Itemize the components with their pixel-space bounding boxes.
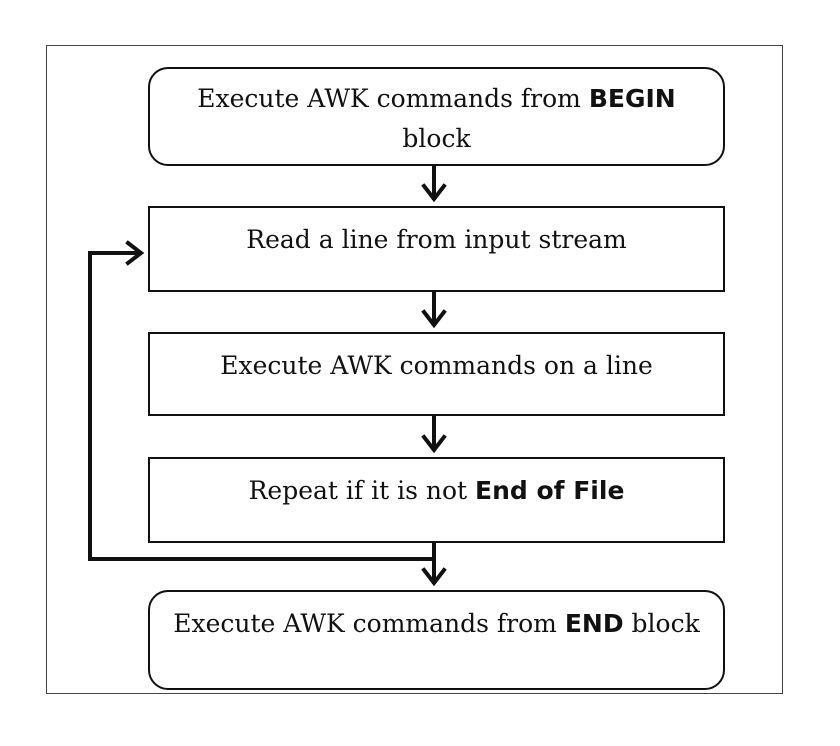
arrow-begin-to-read [421,165,447,203]
step-execute-line-text: Execute AWK commands on a line [220,351,653,380]
step-begin: Execute AWK commands from BEGIN block [148,67,725,166]
step-end-text-post: block [623,609,700,638]
step-end-text-bold: END [564,609,624,638]
step-begin-text-bold: BEGIN [588,84,676,113]
step-repeat: Repeat if it is not End of File [148,457,725,543]
step-end-text-pre: Execute AWK commands from [173,609,565,638]
step-repeat-text-bold: End of File [475,476,625,505]
arrow-loop-back [88,240,436,561]
step-repeat-text-pre: Repeat if it is not [248,476,475,505]
arrow-repeat-to-end [421,542,447,587]
step-execute-line: Execute AWK commands on a line [148,332,725,416]
step-read-line-text: Read a line from input stream [246,225,627,254]
step-end: Execute AWK commands from END block [148,590,725,690]
step-begin-text-post: block [402,124,471,153]
arrow-read-to-execute [421,291,447,329]
step-read-line: Read a line from input stream [148,206,725,292]
arrow-execute-to-repeat [421,415,447,454]
step-begin-text-pre: Execute AWK commands from [197,84,589,113]
